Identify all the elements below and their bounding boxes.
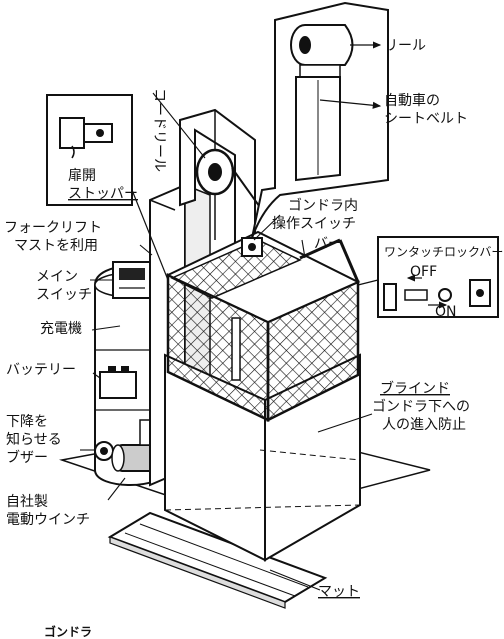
cord-reel-frame (179, 108, 263, 252)
label-reel: リール (384, 38, 426, 54)
label-charger: 充電機 (40, 321, 82, 337)
label-door-stopper-2: ストッパー (68, 186, 138, 202)
one-touch-lock-callout (357, 236, 499, 318)
label-seatbelt-2: シートベルト (384, 111, 468, 127)
leader-lines (80, 92, 373, 591)
label-gondola-switch-2: 操作スイッチ (272, 216, 356, 232)
label-forklift-2: マストを利用 (14, 238, 98, 254)
label-mat: マット (318, 584, 360, 600)
bar (299, 238, 360, 283)
label-one-touch-lock-bar: ワンタッチロックバー (384, 245, 503, 259)
label-main-switch-1: メイン (36, 269, 78, 285)
label-blind: ブラインド (380, 380, 450, 397)
label-main-switch-2: スイッチ (36, 287, 92, 303)
mat (107, 511, 328, 609)
label-bar: バー (314, 236, 342, 252)
labels: リール 自動車の シートベルト コードリール 扉開 ストッパー フォークリフト … (4, 38, 503, 639)
label-forklift-1: フォークリフト (4, 220, 102, 236)
label-buzzer-2: 知らせる (6, 431, 62, 448)
gondola-cage (165, 230, 361, 423)
label-seatbelt-1: 自動車の (384, 92, 440, 109)
label-gondola-switch-1: ゴンドラ内 (288, 197, 358, 214)
label-door-stopper-1: 扉開 (68, 168, 96, 184)
label-off: OFF (410, 264, 437, 280)
main-switch-box (112, 261, 152, 299)
door-stopper-callout (46, 94, 169, 281)
label-battery: バッテリー (6, 362, 76, 378)
label-on: ON (435, 304, 457, 320)
label-cord-reel: コードリール (151, 88, 167, 172)
label-buzzer-3: ブザー (6, 449, 48, 466)
gondola-control-switch (241, 237, 263, 257)
label-buzzer-1: 下降を (6, 414, 48, 430)
battery-box (99, 366, 137, 399)
caption: ゴンドラ (44, 624, 92, 639)
buzzer (94, 441, 114, 461)
label-winch-1: 自社製 (6, 494, 48, 510)
label-winch-2: 電動ウインチ (6, 512, 90, 528)
reel-callout (251, 1, 389, 239)
label-blind-desc-1: ゴンドラ下への (372, 398, 470, 415)
label-blind-desc-2: 人の進入防止 (382, 417, 466, 433)
